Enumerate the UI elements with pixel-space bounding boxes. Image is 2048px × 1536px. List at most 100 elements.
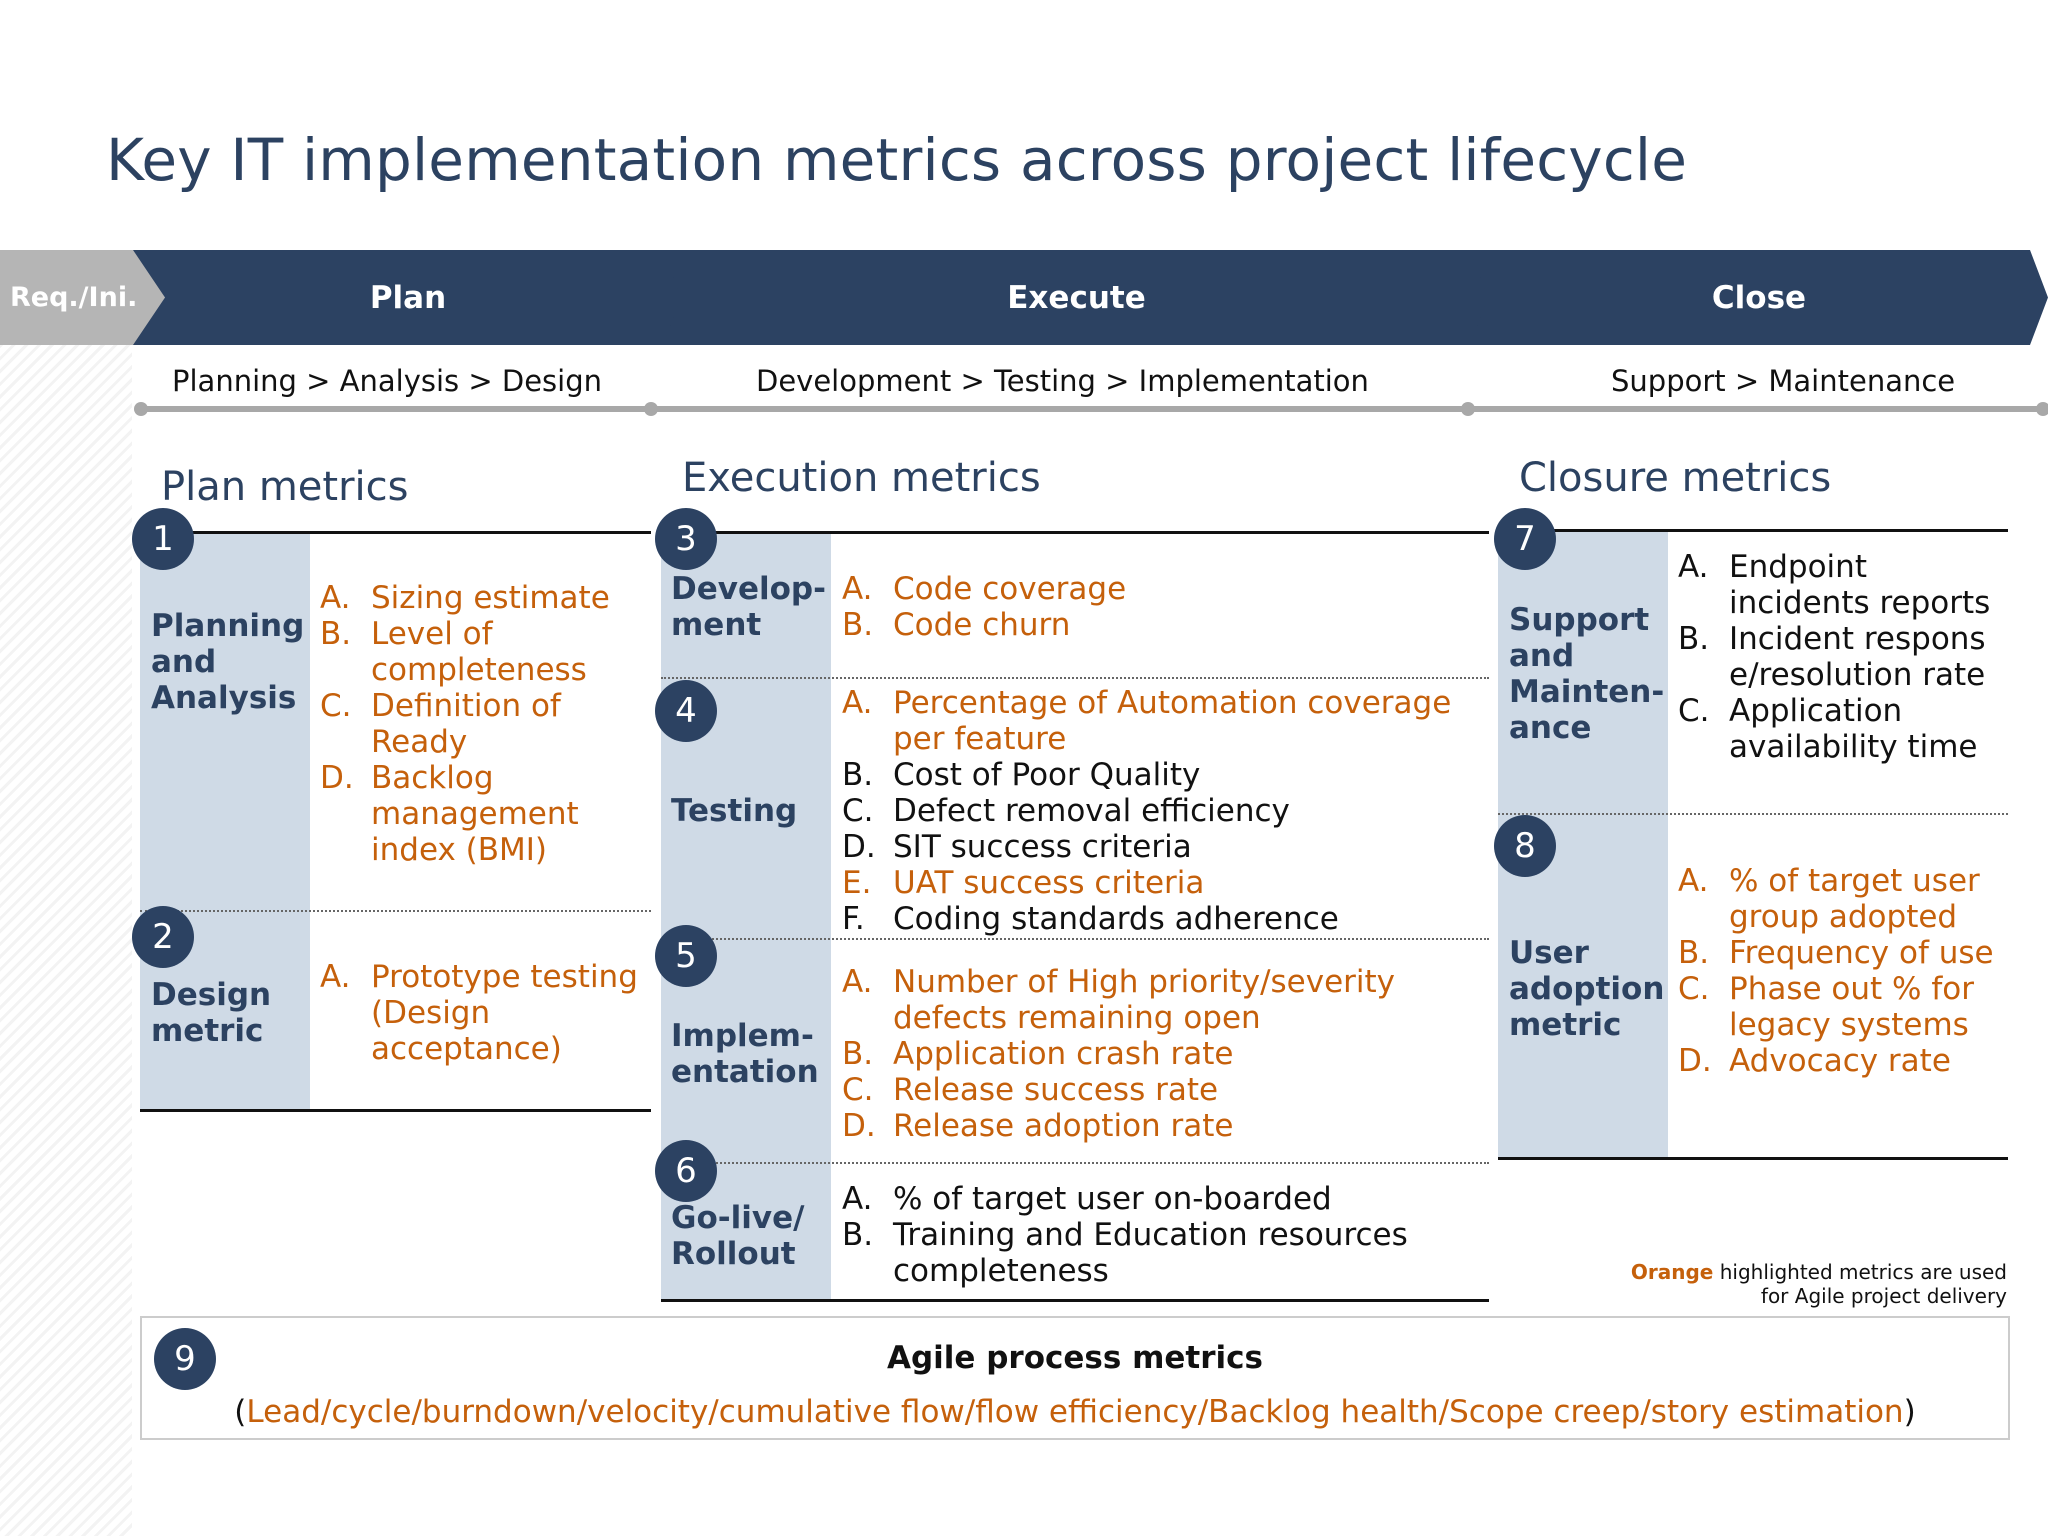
item-text: Release success rate bbox=[893, 1072, 1219, 1108]
item-text: Definition of Ready bbox=[371, 688, 561, 760]
item-text: Sizing estimate bbox=[371, 580, 610, 616]
item-letter: D. bbox=[842, 1108, 876, 1144]
agile-metrics: (Lead/cycle/burndown/velocity/cumulative… bbox=[142, 1394, 2008, 1430]
item-text: Advocacy rate bbox=[1729, 1043, 1951, 1079]
page-title: Key IT implementation metrics across pro… bbox=[106, 126, 1688, 194]
item-text: Code churn bbox=[893, 607, 1071, 643]
metric-number-badge: 3 bbox=[655, 508, 717, 570]
metric-item: C.Definition of Ready bbox=[320, 688, 650, 760]
timeline-dot bbox=[134, 402, 148, 416]
item-text: Coding standards adherence bbox=[893, 901, 1339, 937]
metric-item: C.Application availability time bbox=[1678, 693, 2013, 765]
timeline-dot bbox=[1461, 402, 1475, 416]
metric-list: A. Code coverage B. Code churn bbox=[842, 571, 1487, 643]
row-divider bbox=[1498, 813, 2008, 815]
timeline-dot bbox=[2036, 402, 2048, 416]
phase-label: Close bbox=[1711, 279, 1807, 316]
column-bottom-rule bbox=[140, 1109, 651, 1112]
metric-item: D. SIT success criteria bbox=[842, 829, 1487, 865]
item-letter: E. bbox=[842, 865, 872, 901]
item-letter: A. bbox=[1678, 863, 1709, 899]
note-line-2: for Agile project delivery bbox=[1760, 1284, 2007, 1308]
item-text: Prototype testing (Design acceptance) bbox=[371, 959, 638, 1067]
agile-process-box: 9 Agile process metrics (Lead/cycle/burn… bbox=[140, 1316, 2010, 1440]
metric-item: A. Code coverage bbox=[842, 571, 1487, 607]
note-line-1: Orange highlighted metrics are used bbox=[1631, 1260, 2007, 1284]
metric-item: A.% of target user on-boarded bbox=[842, 1181, 1487, 1217]
item-letter: D. bbox=[842, 829, 876, 865]
section-plan-metrics: Plan metrics bbox=[161, 464, 409, 510]
item-text: Application crash rate bbox=[893, 1036, 1234, 1072]
item-letter: A. bbox=[320, 580, 351, 616]
item-text: Defect removal efficiency bbox=[893, 793, 1290, 829]
category-label: Implem-entation bbox=[671, 1018, 819, 1090]
item-letter: F. bbox=[842, 901, 865, 937]
subphase-execute: Development > Testing > Implementation bbox=[756, 364, 1369, 398]
item-text: SIT success criteria bbox=[893, 829, 1192, 865]
column-bottom-rule bbox=[661, 1299, 1489, 1302]
metric-item: D.Advocacy rate bbox=[1678, 1043, 2013, 1079]
note-text: highlighted metrics are used bbox=[1713, 1260, 2007, 1284]
item-text: Number of High priority/severity defects… bbox=[893, 964, 1396, 1036]
metric-number-badge: 5 bbox=[655, 925, 717, 987]
background-stripes bbox=[0, 344, 132, 1536]
item-text: Frequency of use bbox=[1729, 935, 1994, 971]
item-letter: B. bbox=[842, 1217, 874, 1253]
metric-item: B. Code churn bbox=[842, 607, 1487, 643]
item-text: % of target user group adopted bbox=[1729, 863, 1980, 935]
phase-label: Execute bbox=[1007, 279, 1146, 316]
phase-label: Req./Ini. bbox=[10, 282, 138, 313]
item-text: Application availability time bbox=[1729, 693, 1978, 765]
metric-item: E. UAT success criteria bbox=[842, 865, 1487, 901]
item-text: UAT success criteria bbox=[893, 865, 1205, 901]
category-label: Testing bbox=[671, 793, 798, 829]
metric-item: A. Prototype testing (Design acceptance) bbox=[320, 959, 650, 1067]
timeline-plan bbox=[140, 406, 651, 412]
item-letter: A. bbox=[842, 964, 873, 1000]
metric-item: A.Percentage of Automation coverage per … bbox=[842, 685, 1487, 757]
item-text: Endpoint incidents reports bbox=[1729, 549, 1991, 621]
item-text: Backlog management index (BMI) bbox=[371, 760, 579, 868]
item-letter: B. bbox=[1678, 935, 1710, 971]
item-letter: A. bbox=[320, 959, 351, 995]
paren-close: ) bbox=[1903, 1394, 1916, 1430]
metric-item: B. Frequency of use bbox=[1678, 935, 2013, 971]
metric-item: D.Release adoption rate bbox=[842, 1108, 1487, 1144]
metric-item: B. Application crash rate bbox=[842, 1036, 1487, 1072]
row-divider bbox=[661, 677, 1489, 679]
metric-item: C. Release success rate bbox=[842, 1072, 1487, 1108]
subphase-plan: Planning > Analysis > Design bbox=[172, 364, 603, 398]
phase-label: Plan bbox=[369, 279, 447, 316]
category-label: Support and Mainten-ance bbox=[1509, 602, 1665, 746]
item-letter: C. bbox=[842, 1072, 874, 1108]
note-highlight: Orange bbox=[1630, 1260, 1714, 1284]
metric-item: C.Phase out % for legacy systems bbox=[1678, 971, 2013, 1043]
item-letter: B. bbox=[842, 1036, 874, 1072]
category-label: Design metric bbox=[151, 977, 272, 1049]
category-label: Go-live/ Rollout bbox=[671, 1200, 805, 1272]
agile-metrics-text: Lead/cycle/burndown/velocity/cumulative … bbox=[246, 1394, 1904, 1430]
subphase-close: Support > Maintenance bbox=[1611, 364, 1956, 398]
metric-item: A.Endpoint incidents reports bbox=[1678, 549, 2013, 621]
item-text: Level of completeness bbox=[371, 616, 587, 688]
column-top-rule bbox=[140, 531, 651, 534]
item-text: Code coverage bbox=[893, 571, 1127, 607]
item-letter: B. bbox=[842, 757, 874, 793]
metric-item: A. Sizing estimate bbox=[320, 580, 650, 616]
row-divider bbox=[661, 938, 1489, 940]
section-execution-metrics: Execution metrics bbox=[682, 455, 1041, 501]
legend-note: Orange highlighted metrics are used for … bbox=[1631, 1260, 2007, 1308]
metric-number-badge: 1 bbox=[132, 508, 194, 570]
phase-plan: Plan bbox=[133, 250, 683, 345]
metric-item: D.Backlog management index (BMI) bbox=[320, 760, 650, 868]
item-letter: B. bbox=[842, 607, 874, 643]
category-label: User adoption metric bbox=[1509, 935, 1665, 1043]
metric-number-badge: 7 bbox=[1494, 508, 1556, 570]
item-text: Cost of Poor Quality bbox=[893, 757, 1201, 793]
item-letter: A. bbox=[842, 1181, 873, 1217]
metric-list: A.Sizing estimate B.Level of completenes… bbox=[320, 580, 650, 868]
item-letter: A. bbox=[842, 571, 873, 607]
column-top-rule bbox=[1498, 529, 2008, 532]
metric-list: A. % of target user group adopted B. Frequ… bbox=[1678, 863, 2013, 1079]
phase-req-ini: Req./Ini. bbox=[0, 250, 165, 345]
